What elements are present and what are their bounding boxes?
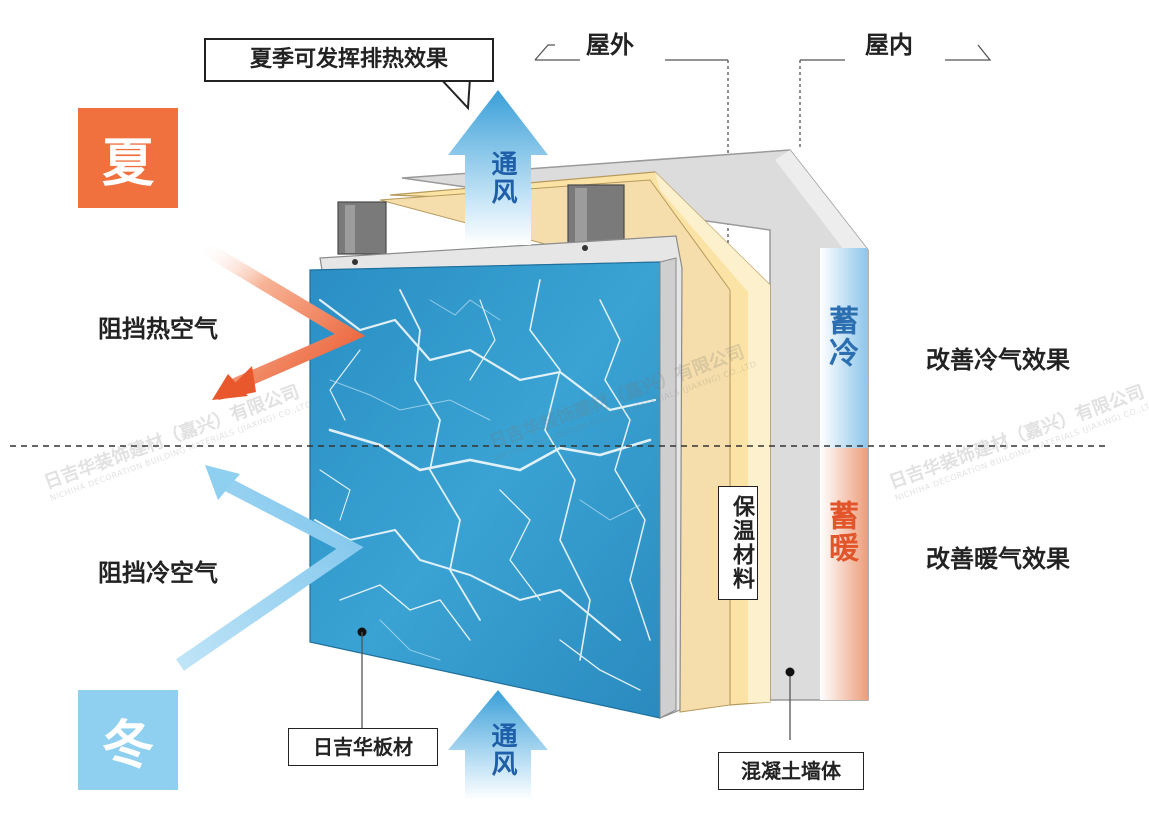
block-cold-air-label: 阻挡冷空气 <box>98 559 218 587</box>
improve-cooling-label: 改善冷气效果 <box>926 346 1070 374</box>
summer-callout: 夏季可发挥排热效果 <box>204 38 494 82</box>
summer-badge: 夏 <box>78 108 178 208</box>
insulation-label: 保温材料 <box>718 486 758 600</box>
winter-label: 冬 <box>101 715 154 776</box>
outdoor-label: 屋外 <box>586 31 634 59</box>
panel-name-label: 日吉华板材 <box>288 728 438 766</box>
store-cool-label: 蓄冷 <box>823 305 858 369</box>
winter-badge: 冬 <box>78 690 178 790</box>
block-hot-air-label: 阻挡热空气 <box>98 315 218 343</box>
ventilation-top-label: 通风 <box>487 150 517 206</box>
improve-heating-label: 改善暖气效果 <box>926 545 1070 573</box>
summer-label: 夏 <box>101 133 154 194</box>
concrete-wall-label: 混凝土墙体 <box>718 752 864 790</box>
store-warm-label: 蓄暖 <box>823 500 858 564</box>
indoor-label: 屋内 <box>865 31 913 59</box>
ventilation-bottom-label: 通风 <box>487 722 517 778</box>
